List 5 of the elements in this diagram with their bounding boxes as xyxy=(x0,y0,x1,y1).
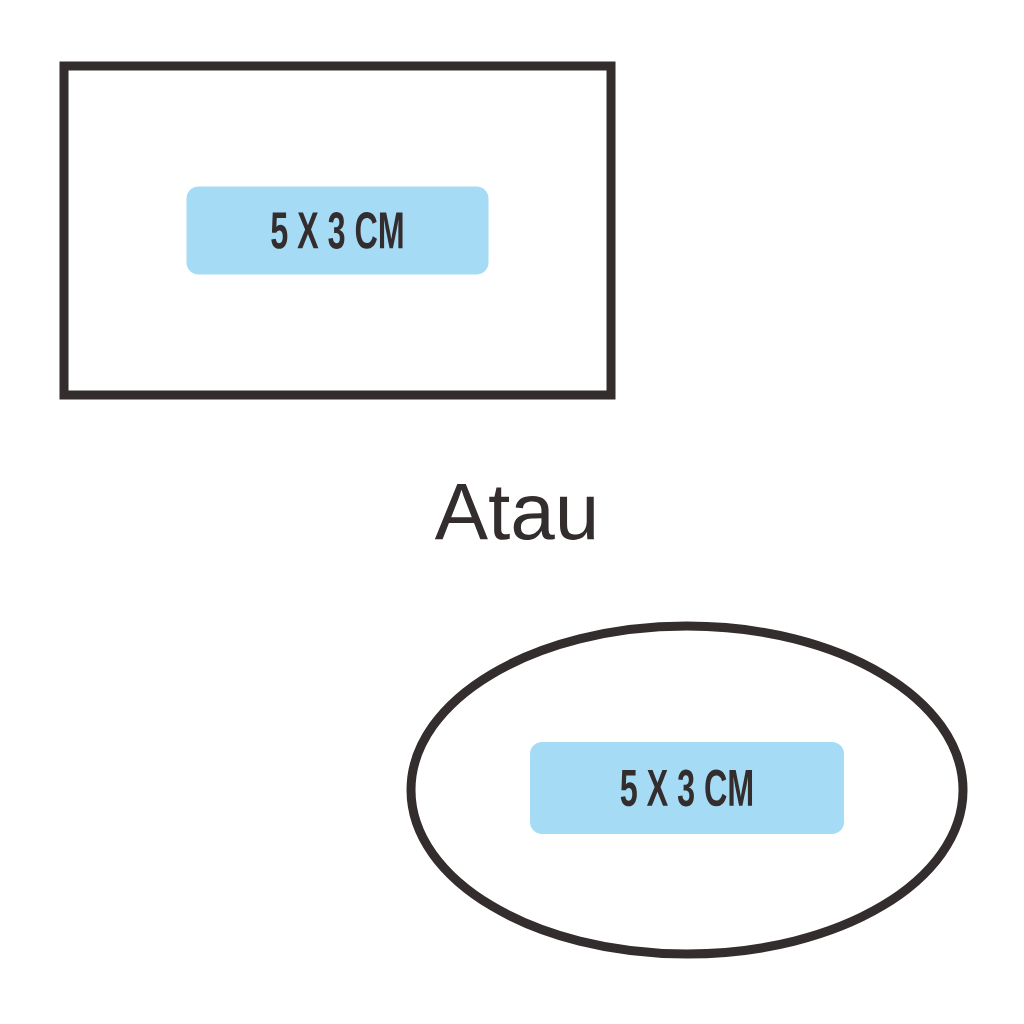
label-pill: 5 X 3 CM xyxy=(186,186,489,275)
ellipse-outline xyxy=(406,621,968,959)
rectangle-outline xyxy=(59,61,616,400)
caption-text: Atau xyxy=(434,484,594,540)
label-pill: 5 X 3 CM xyxy=(530,742,844,834)
